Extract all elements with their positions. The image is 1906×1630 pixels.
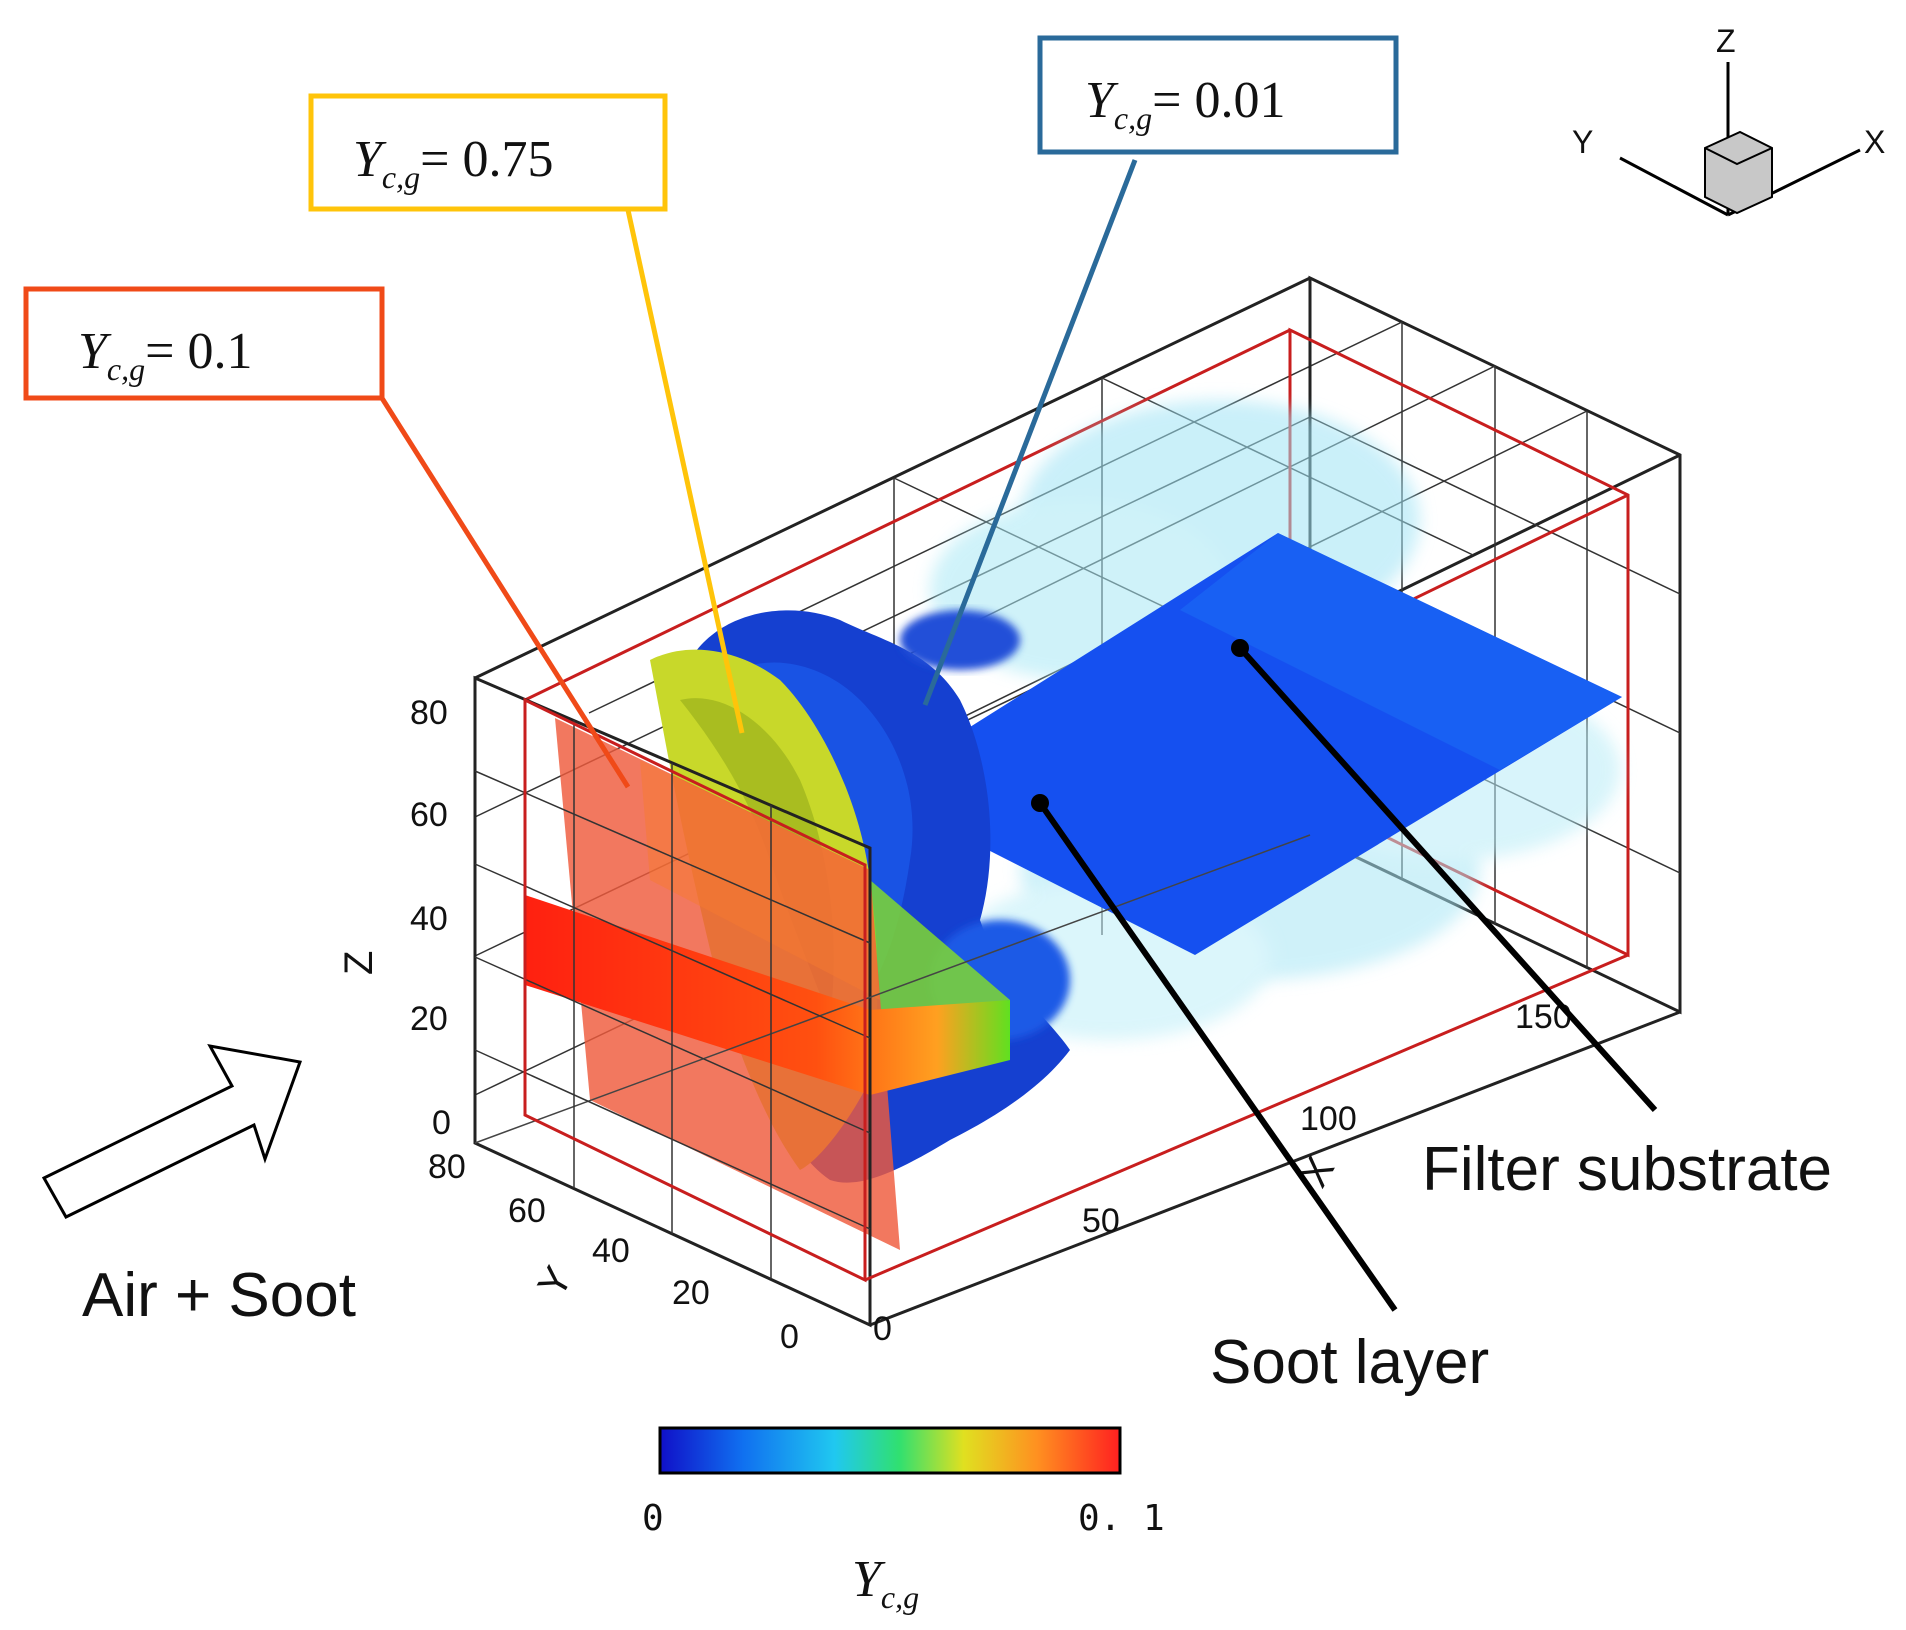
filter-substrate-label: Filter substrate [1422,1135,1832,1204]
domain-box-front [473,675,1681,1328]
triad-y-label: Y [1572,124,1593,160]
y-tick-20: 20 [672,1274,710,1312]
triad-z-label: Z [1716,23,1736,59]
z-axis-label: Z [337,951,381,975]
soot-layer-label: Soot layer [1210,1328,1489,1397]
leader-lines [377,159,1658,1312]
y-axis: 80 60 40 20 0 Y [428,1148,799,1356]
colorbar-min-label: 0 [642,1498,664,1539]
callout-yellow-subscript: c,g [382,159,420,195]
inflow-arrow-icon [41,1043,303,1219]
callout-blue-subscript: c,g [1114,100,1152,136]
colorbar-gradient [658,1426,1122,1475]
callout-red: Yc,g= 0.1 [23,286,385,401]
y-tick-40: 40 [592,1232,630,1270]
y-tick-80: 80 [428,1148,466,1186]
colorbar-title-subscript: c,g [881,1579,919,1615]
z-tick-60: 60 [410,796,448,834]
x-tick-50: 50 [1082,1202,1120,1240]
svg-text:Yc,g= 0.75: Yc,g= 0.75 [353,131,553,195]
svg-text:Yc,g= 0.1: Yc,g= 0.1 [78,323,252,387]
leader-blue [922,159,1138,706]
leader-soot [1037,801,1398,1312]
filter-marker [1231,639,1249,657]
isosurface-01-highlight [640,760,880,1000]
leader-yellow [625,209,745,734]
z-axis: 80 60 40 20 0 Z [337,694,451,1142]
filter-substrate-shade [1180,533,1622,770]
x-tick-0: 0 [873,1310,892,1348]
y-axis-label: Y [530,1259,581,1304]
svg-text:Yc,g: Yc,g [852,1551,919,1615]
soot-marker [1031,794,1049,812]
callout-blue-symbol: Y [1085,72,1119,129]
leader-filter [1237,645,1658,1113]
callout-yellow-value: = 0.75 [420,131,553,188]
callout-red-value: = 0.1 [145,323,252,380]
colorbar: 0 0. 1 Yc,g [642,1426,1165,1615]
x-tick-100: 100 [1300,1100,1357,1138]
callout-yellow-symbol: Y [353,131,387,188]
leader-red [377,393,631,789]
z-tick-0: 0 [432,1104,451,1142]
callout-red-subscript: c,g [107,351,145,387]
mid-slice-band [525,895,1010,1095]
y-tick-0: 0 [780,1318,799,1356]
y-tick-60: 60 [508,1192,546,1230]
triad-x-label: X [1864,124,1885,160]
callout-blue: Yc,g= 0.01 [1037,35,1399,155]
svg-text:Yc,g= 0.01: Yc,g= 0.01 [1085,72,1285,136]
callout-yellow: Yc,g= 0.75 [308,93,668,212]
colorbar-max-label: 0. 1 [1078,1498,1165,1539]
triad-cube [1704,130,1773,215]
wall-outline-front [523,697,1629,1283]
z-tick-20: 20 [410,1000,448,1038]
callout-blue-value: = 0.01 [1152,72,1285,129]
colorbar-title-symbol: Y [852,1551,886,1608]
callout-red-symbol: Y [78,323,112,380]
orientation-triad: Z Y X [1572,23,1885,217]
inflow-label: Air + Soot [82,1261,356,1330]
z-tick-80: 80 [410,694,448,732]
z-tick-40: 40 [410,900,448,938]
